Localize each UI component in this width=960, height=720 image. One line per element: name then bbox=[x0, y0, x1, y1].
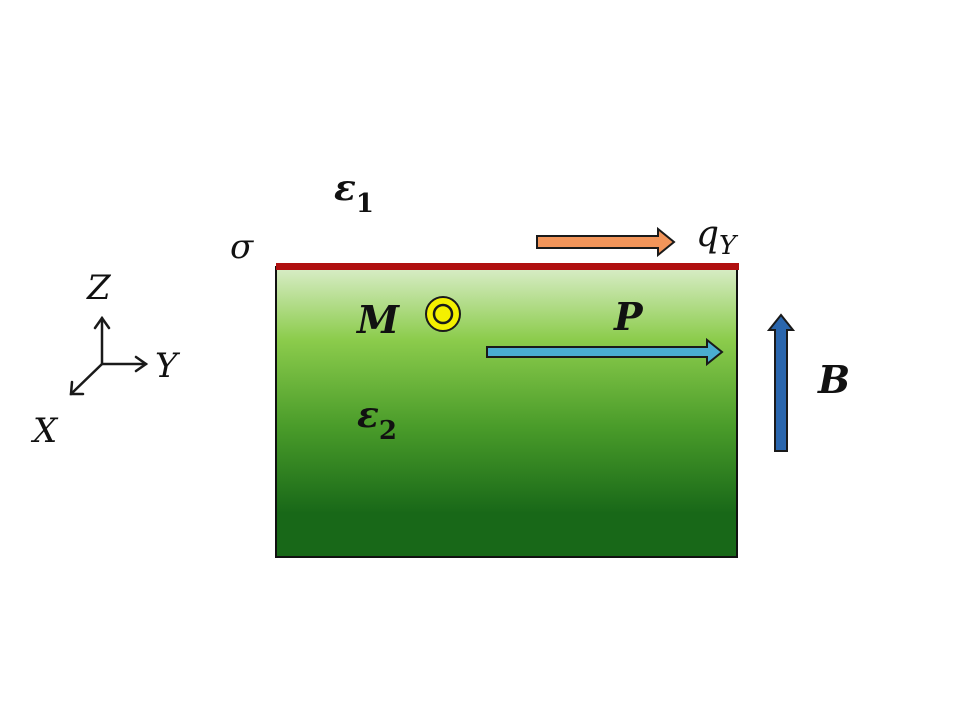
z-axis-arrowhead bbox=[93, 315, 111, 330]
m-out-of-page-icon bbox=[425, 296, 461, 332]
p-arrow bbox=[486, 337, 724, 367]
p-label: P bbox=[613, 294, 644, 339]
epsilon-2-symbol: ε bbox=[357, 394, 379, 436]
surface-charge-layer bbox=[276, 263, 739, 270]
sigma-label: σ bbox=[230, 227, 254, 267]
b-label: B bbox=[817, 357, 850, 402]
axis-y-label: Y bbox=[155, 346, 181, 386]
epsilon-1-label: ε1 bbox=[334, 167, 374, 219]
dielectric-slab bbox=[275, 266, 738, 558]
axis-x-label: X bbox=[30, 411, 59, 451]
q-arrow bbox=[536, 226, 676, 258]
epsilon-1-subscript: 1 bbox=[356, 189, 374, 219]
epsilon-1-symbol: ε bbox=[334, 167, 356, 209]
m-label: M bbox=[355, 297, 400, 342]
epsilon-2-subscript: 2 bbox=[379, 416, 397, 446]
epsilon-2-label: ε2 bbox=[357, 394, 397, 446]
q-subscript: Y bbox=[719, 231, 739, 261]
q-label: qY bbox=[696, 214, 739, 261]
x-axis-arrowhead bbox=[69, 380, 85, 396]
axis-z-label: Z bbox=[86, 268, 112, 308]
coordinate-axes bbox=[69, 315, 149, 396]
q-symbol: q bbox=[696, 214, 719, 255]
x-axis-line bbox=[69, 362, 104, 396]
b-arrow bbox=[766, 313, 796, 452]
y-axis-arrowhead bbox=[134, 355, 149, 373]
